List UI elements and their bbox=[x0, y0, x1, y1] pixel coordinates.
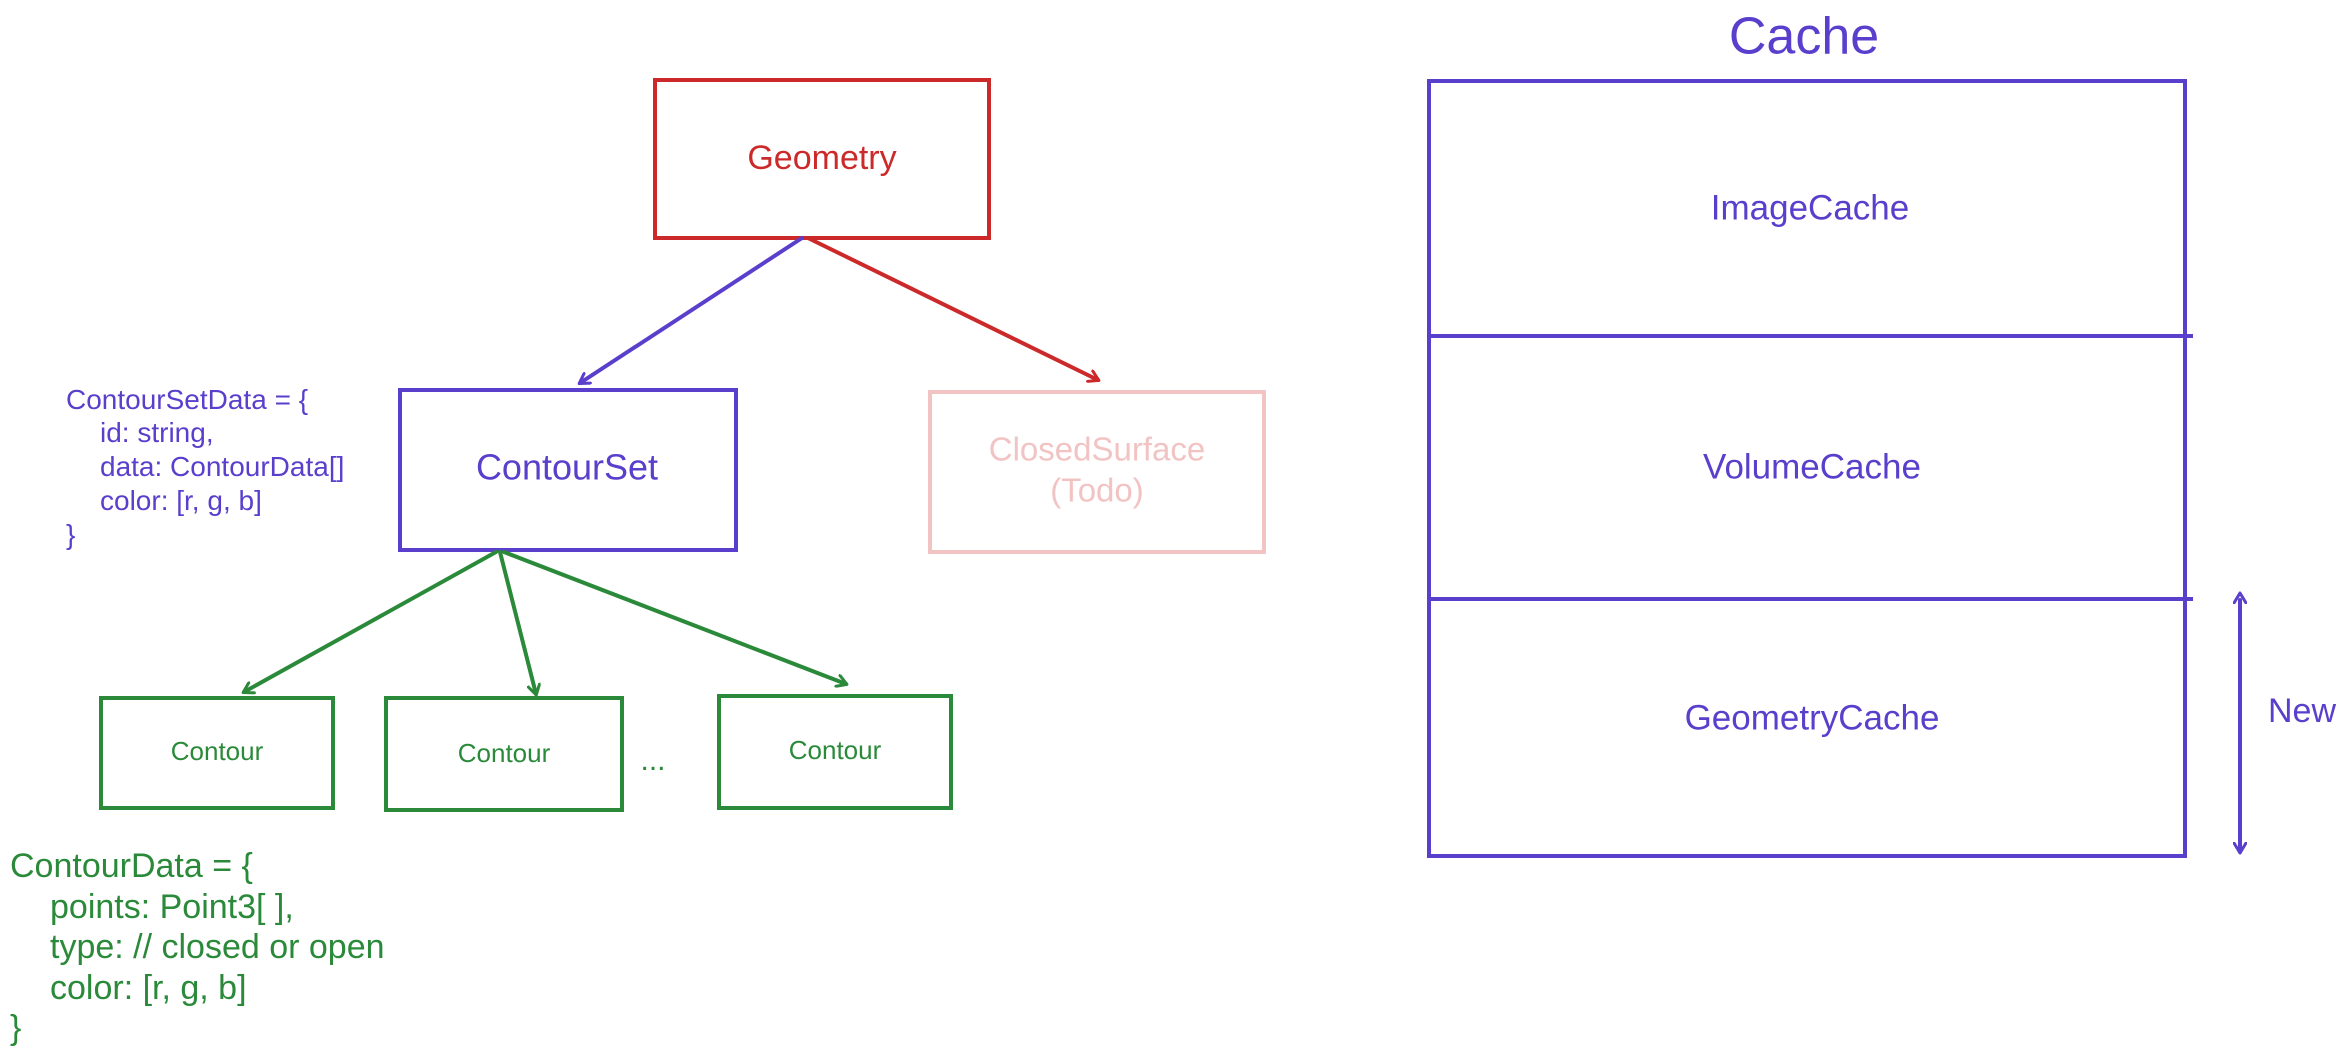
arrow-geometry-to-closedsurface bbox=[806, 236, 1098, 380]
contour-node-2: Contour bbox=[384, 696, 624, 812]
geometry-cache-label: GeometryCache bbox=[1685, 698, 1940, 737]
geometry-node: Geometry bbox=[653, 78, 991, 240]
contourset-data-line-4: color: [r, g, b] bbox=[100, 485, 262, 516]
arrow-geometry-to-contourset bbox=[580, 236, 804, 383]
contourset-box bbox=[398, 388, 738, 552]
contour-data-definition: ContourData = { points: Point3[ ], type:… bbox=[10, 847, 385, 1047]
new-label: New bbox=[2268, 692, 2336, 730]
contour-label-1: Contour bbox=[171, 736, 264, 766]
contour-label-3: Contour bbox=[789, 735, 882, 765]
cache-stack: Cache ImageCache VolumeCache GeometryCac… bbox=[1427, 8, 2193, 858]
arrow-contourset-to-contour-2 bbox=[498, 550, 536, 694]
contour-node-1: Contour bbox=[99, 696, 335, 810]
closedsurface-todo-label: (Todo) bbox=[1050, 472, 1144, 509]
cache-outer-box bbox=[1427, 79, 2187, 858]
contour-node-3: Contour bbox=[717, 694, 953, 810]
volume-cache-label: VolumeCache bbox=[1703, 447, 1921, 486]
geometry-label: Geometry bbox=[747, 139, 896, 177]
contourset-data-line-2: id: string, bbox=[100, 417, 214, 448]
contour-data-line-4: color: [r, g, b] bbox=[50, 969, 247, 1007]
contour-data-line-1: ContourData = { bbox=[10, 847, 253, 885]
image-cache-label: ImageCache bbox=[1711, 188, 1909, 227]
contour-box-1 bbox=[99, 696, 335, 810]
contour-label-2: Contour bbox=[458, 738, 551, 768]
contourset-data-line-3: data: ContourData[] bbox=[100, 451, 344, 482]
contourset-data-definition: ContourSetData = { id: string, data: Con… bbox=[66, 384, 344, 550]
contour-box-2 bbox=[384, 696, 624, 812]
cache-title: Cache bbox=[1729, 8, 1879, 66]
contour-data-line-5: } bbox=[10, 1009, 21, 1047]
contour-ellipsis: ... bbox=[640, 744, 665, 777]
contour-data-line-3: type: // closed or open bbox=[50, 928, 385, 966]
closedsurface-label: ClosedSurface bbox=[989, 431, 1205, 468]
contourset-data-line-1: ContourSetData = { bbox=[66, 384, 308, 415]
contour-data-line-2: points: Point3[ ], bbox=[50, 888, 294, 926]
closedsurface-box bbox=[928, 390, 1266, 554]
closedsurface-node: ClosedSurface (Todo) bbox=[928, 390, 1266, 554]
arrow-contourset-to-contour-3 bbox=[502, 550, 846, 684]
contourset-node: ContourSet bbox=[398, 388, 738, 552]
contourset-label: ContourSet bbox=[476, 447, 658, 488]
contourset-data-line-5: } bbox=[66, 519, 75, 550]
geometry-box bbox=[653, 78, 991, 240]
contour-box-3 bbox=[717, 694, 953, 810]
arrow-contourset-to-contour-1 bbox=[244, 550, 498, 692]
